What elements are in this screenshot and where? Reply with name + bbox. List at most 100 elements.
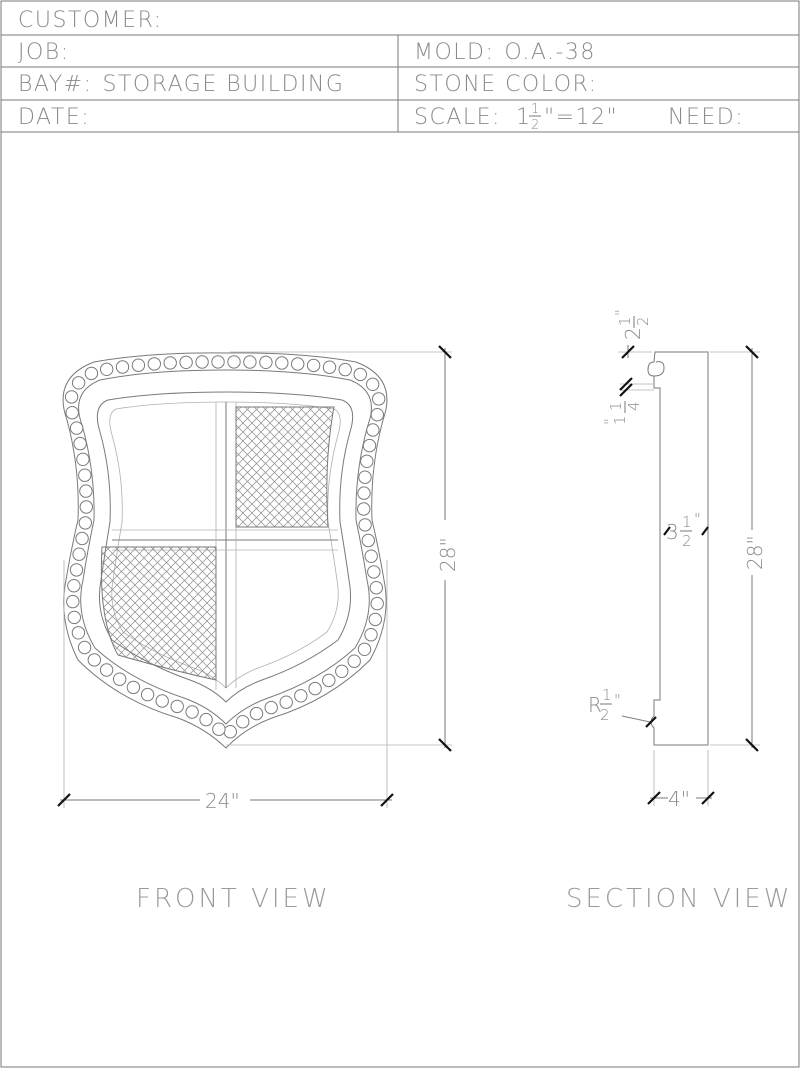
svg-text:2: 2 <box>682 532 692 550</box>
front-view: 24" 28" FRONT VIEW <box>57 345 460 914</box>
bead <box>77 640 92 655</box>
bay-label: BAY#:STORAGE BUILDING <box>18 72 344 97</box>
bead <box>353 367 367 382</box>
svg-text:1: 1 <box>602 686 612 704</box>
bead <box>100 362 114 376</box>
scale-field: SCALE: 1 1 2 "=12" NEED: <box>414 102 744 133</box>
date-label: DATE: <box>18 105 90 130</box>
front-dim-height: 28" <box>226 345 460 752</box>
scale-label: SCALE: <box>414 105 501 130</box>
bead <box>64 390 79 404</box>
bead <box>264 700 278 715</box>
bead <box>361 533 375 548</box>
bead <box>366 377 380 391</box>
bead <box>322 673 336 688</box>
svg-text:1: 1 <box>607 401 625 411</box>
section-radius-callout: R 1 2 " <box>588 686 657 728</box>
bead <box>306 358 321 373</box>
bead <box>275 356 289 370</box>
bead <box>84 366 99 381</box>
section-top-dim: 2 1 2 " <box>612 309 652 340</box>
bead <box>357 486 371 500</box>
bead <box>140 687 155 702</box>
customer-label: CUSTOMER: <box>18 8 163 33</box>
section-profile <box>647 351 709 746</box>
bead <box>369 581 383 595</box>
hatch-upper-right <box>236 407 334 527</box>
svg-text:": " <box>614 691 621 709</box>
svg-text:": " <box>612 309 630 316</box>
front-dim-width: 24" <box>57 560 394 813</box>
bead-band-inner <box>78 369 372 725</box>
svg-text:2: 2 <box>634 316 652 326</box>
section-mid-dim: 3 1 2 " <box>663 510 709 550</box>
bead <box>75 531 89 546</box>
svg-text:2: 2 <box>621 327 645 340</box>
svg-text:1: 1 <box>682 513 692 531</box>
bead <box>69 563 84 577</box>
bead <box>294 689 308 703</box>
bead <box>78 516 93 530</box>
bead <box>185 705 199 719</box>
bead <box>69 421 84 435</box>
bead <box>73 436 87 451</box>
bead <box>372 392 386 406</box>
svg-text:1: 1 <box>611 415 629 425</box>
scale-rest: "=12" <box>544 105 618 130</box>
need-label: NEED: <box>668 105 744 130</box>
section-view-label: SECTION VIEW <box>566 884 792 914</box>
svg-text:3: 3 <box>666 520 679 544</box>
bay-value: STORAGE BUILDING <box>103 72 345 97</box>
svg-text:R: R <box>588 693 602 717</box>
bead <box>347 654 361 668</box>
bead <box>126 680 141 695</box>
front-width-label: 24" <box>205 789 240 813</box>
bead <box>358 518 372 532</box>
bead-border <box>64 355 386 739</box>
bead <box>163 356 177 370</box>
scale-whole: 1 <box>516 105 532 130</box>
svg-text:": " <box>694 510 701 528</box>
bead <box>364 549 378 563</box>
bead <box>291 357 305 371</box>
section-height-label: 28" <box>743 535 767 570</box>
bead <box>113 672 127 686</box>
bead <box>360 454 374 468</box>
svg-text:4: 4 <box>625 401 643 411</box>
section-width-label: 4" <box>668 787 690 811</box>
bead <box>279 695 293 709</box>
bead <box>78 468 92 482</box>
bead <box>71 376 86 390</box>
bead <box>212 722 226 736</box>
bead <box>308 681 322 696</box>
bead <box>368 612 382 627</box>
mold-value: O.A.-38 <box>504 40 596 65</box>
front-height-label: 28" <box>436 537 460 572</box>
section-view: 28" 4" 2 1 2 " 1 " 1 4 <box>566 309 792 914</box>
bead <box>66 594 80 609</box>
bead <box>115 360 130 374</box>
bead <box>87 653 102 667</box>
section-step-dim: 1 " 1 4 <box>601 401 643 425</box>
bead <box>358 470 372 484</box>
bead <box>335 664 349 678</box>
bead <box>79 484 93 498</box>
bead <box>67 610 82 625</box>
bead <box>366 423 380 437</box>
bead <box>67 579 81 593</box>
bead <box>338 362 352 377</box>
bead <box>364 628 378 642</box>
svg-text:2: 2 <box>600 706 610 724</box>
bead <box>155 694 169 708</box>
bead <box>199 712 213 727</box>
bead <box>79 500 94 514</box>
bead <box>76 452 90 466</box>
bead <box>357 502 371 516</box>
inner-panel <box>96 391 354 703</box>
bead <box>249 706 264 721</box>
bead <box>223 725 238 739</box>
svg-text:": " <box>601 418 619 425</box>
bead <box>362 438 377 453</box>
hatch-lower-left <box>101 547 216 680</box>
